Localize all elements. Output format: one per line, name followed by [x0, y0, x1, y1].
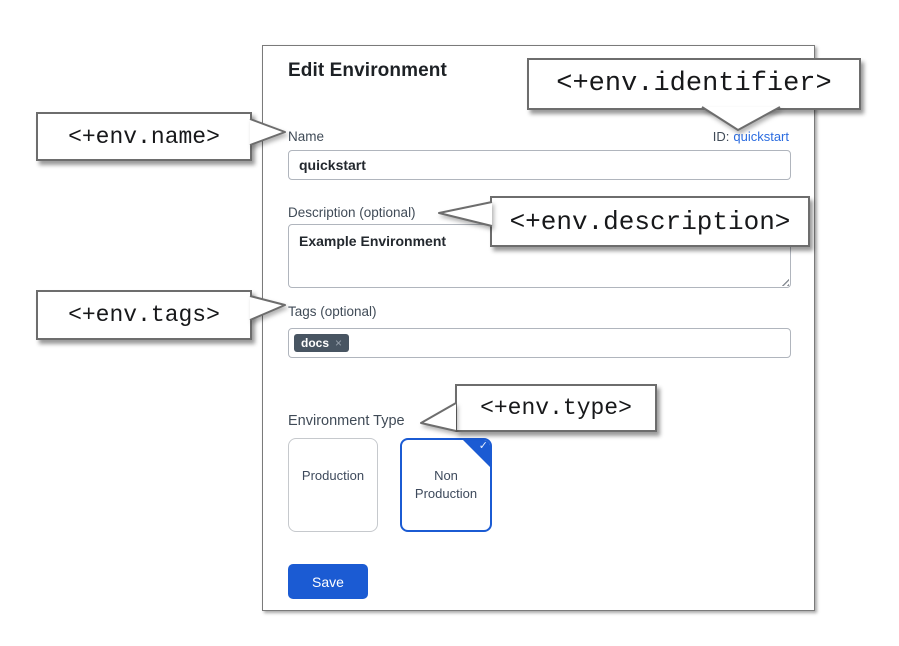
- env-type-option-label: Non Production: [414, 468, 478, 501]
- id-value-link[interactable]: quickstart: [733, 129, 789, 144]
- description-label: Description (optional): [288, 205, 416, 220]
- name-label: Name: [288, 129, 325, 144]
- save-button[interactable]: Save: [288, 564, 368, 599]
- callout-env-identifier: <+env.identifier>: [527, 58, 861, 110]
- callout-tail-name: [249, 118, 286, 146]
- env-type-option-label: Production: [301, 468, 365, 483]
- selected-corner: ✓: [462, 440, 490, 468]
- tag-remove-icon[interactable]: ×: [335, 336, 343, 350]
- callout-env-tags: <+env.tags>: [36, 290, 252, 340]
- environment-type-label: Environment Type: [288, 413, 405, 429]
- env-type-option-non-production[interactable]: Non Production ✓: [400, 438, 492, 532]
- edit-environment-dialog: Edit Environment Name ID: quickstart Des…: [262, 45, 815, 611]
- callout-tail-description: [438, 201, 493, 227]
- identifier-row: ID: quickstart: [713, 129, 789, 144]
- tag-chip-label: docs: [301, 336, 330, 350]
- callout-tail-identifier: [701, 106, 781, 131]
- tags-label: Tags (optional): [288, 304, 377, 319]
- tags-input[interactable]: docs ×: [288, 328, 791, 358]
- id-label: ID:: [712, 129, 730, 144]
- callout-env-name: <+env.name>: [36, 112, 252, 161]
- callout-tail-tags: [249, 295, 286, 321]
- selected-check-icon: ✓: [478, 440, 488, 452]
- name-input[interactable]: [288, 150, 791, 180]
- env-type-option-production[interactable]: Production: [288, 438, 378, 532]
- callout-tail-type: [420, 402, 457, 432]
- callout-env-type: <+env.type>: [455, 384, 657, 432]
- callout-env-description: <+env.description>: [490, 196, 810, 247]
- dialog-title: Edit Environment: [288, 60, 447, 81]
- tag-chip: docs ×: [294, 334, 350, 352]
